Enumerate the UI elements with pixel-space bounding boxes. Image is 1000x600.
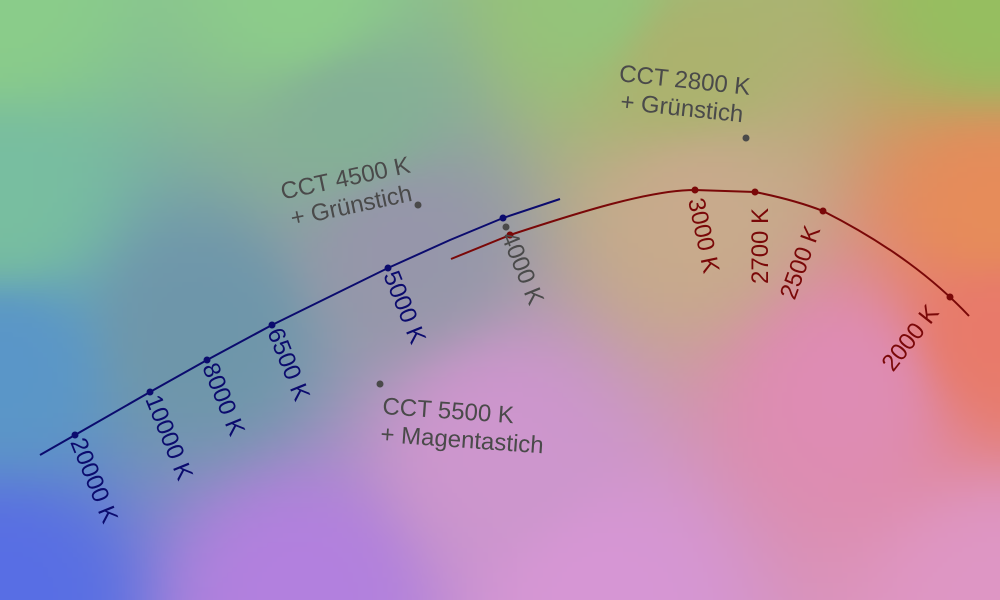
tick-label-20000k: 20000 K	[64, 434, 123, 527]
point-10000k	[146, 388, 154, 396]
point-5000k	[384, 264, 392, 272]
tick-label-10000k: 10000 K	[139, 391, 198, 484]
tick-label-2500k: 2500 K	[775, 222, 826, 303]
tick-label-5000k: 5000 K	[377, 267, 431, 348]
point-2000k	[946, 293, 954, 301]
annotation-cct-5500: CCT 5500 K + Magentastich	[380, 393, 545, 459]
point-4000k-warm	[506, 231, 514, 239]
point-2500k	[819, 207, 827, 215]
point-4000k-gray	[502, 223, 510, 231]
point-4000k-cold	[499, 214, 507, 222]
tick-label-4000k: 4000 K	[495, 228, 549, 309]
point-3000k	[691, 186, 699, 194]
point-20000k	[71, 431, 79, 439]
tick-label-6500k: 6500 K	[261, 324, 315, 405]
point-cct-2800-green	[742, 134, 750, 142]
tick-label-2000k: 2000 K	[877, 300, 945, 377]
point-cct-4500-green	[414, 201, 422, 209]
point-2700k	[751, 188, 759, 196]
warm-locus-curve	[450, 188, 970, 317]
tick-label-2700k: 2700 K	[747, 208, 774, 284]
tick-label-8000k: 8000 K	[196, 359, 250, 440]
annotation-cct-4500: CCT 4500 K + Grünstich	[278, 152, 414, 232]
point-8000k	[203, 356, 211, 364]
annotation-cct-5500-line2: + Magentastich	[380, 421, 545, 459]
annotation-cct-2800: CCT 2800 K + Grünstich	[618, 60, 752, 128]
tick-label-3000k: 3000 K	[682, 196, 724, 276]
point-6500k	[268, 321, 276, 329]
point-cct-5500-magenta	[376, 380, 384, 388]
